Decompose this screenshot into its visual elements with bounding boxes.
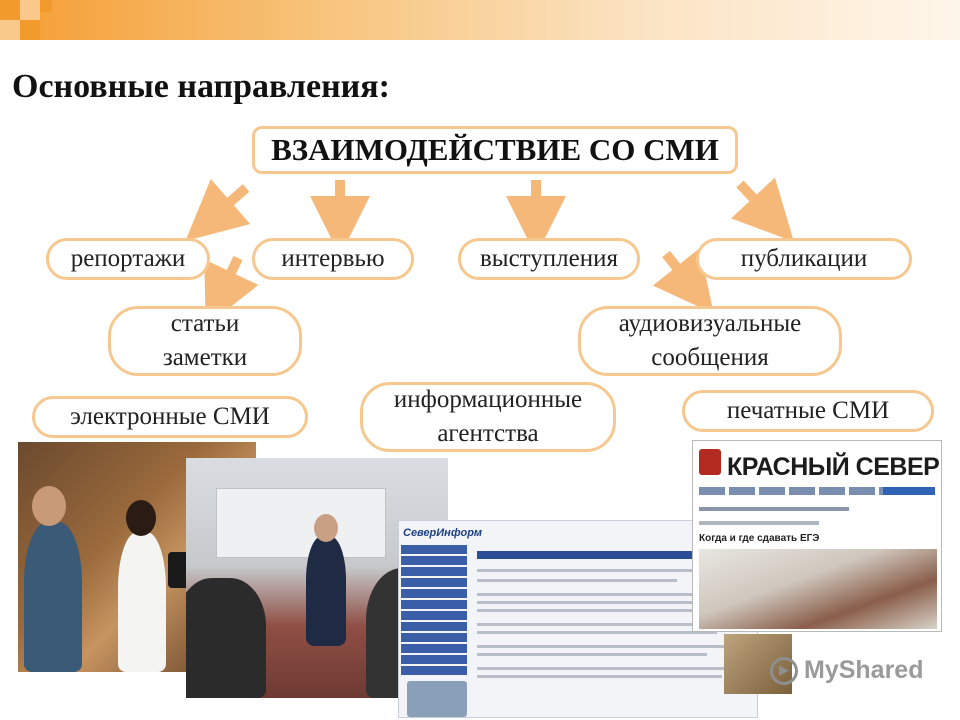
- text-line: [477, 569, 717, 572]
- breadcrumb-line: [699, 507, 849, 511]
- box-agencies-line2: агентства: [437, 420, 539, 447]
- date-line: [699, 521, 819, 525]
- deco-square: [0, 0, 20, 20]
- box-electronic-media: электронные СМИ: [32, 396, 308, 438]
- main-box-media-interaction: ВЗАИМОДЕЙСТВИЕ СО СМИ: [252, 126, 738, 174]
- box-agencies-line1: информационные: [393, 386, 583, 414]
- box-reports-label: репортажи: [70, 245, 186, 273]
- deco-square: [20, 0, 40, 20]
- krasny-sever-nav-active: [883, 487, 935, 495]
- box-interviews: интервью: [252, 238, 414, 280]
- box-audiovisual: аудиовизуальные сообщения: [578, 306, 842, 376]
- severinform-menu: [401, 545, 467, 677]
- text-line: [477, 675, 722, 678]
- text-line: [477, 653, 707, 656]
- text-line: [477, 645, 739, 648]
- krasny-sever-emblem-icon: [699, 449, 721, 475]
- box-speeches-label: выступления: [479, 245, 618, 273]
- arrow-to-av: [652, 248, 714, 314]
- arrow-to-publications: [731, 177, 794, 242]
- box-articles-notes: статьи заметки: [108, 306, 302, 376]
- top-gradient-band: [40, 0, 960, 40]
- text-line: [477, 667, 735, 670]
- krasny-sever-nav: [699, 487, 935, 495]
- main-box-label: ВЗАИМОДЕЙСТВИЕ СО СМИ: [271, 132, 719, 168]
- box-print-media: печатные СМИ: [682, 390, 934, 432]
- deco-square: [0, 20, 20, 40]
- severinform-logo: СеверИнформ: [403, 527, 482, 539]
- text-line: [477, 609, 739, 612]
- box-publications: публикации: [696, 238, 912, 280]
- photo-speaker: [306, 536, 346, 646]
- photo-person: [24, 522, 82, 672]
- arrow-to-articles: [204, 255, 259, 327]
- krasny-sever-title: КРАСНЫЙ СЕВЕР: [727, 453, 940, 481]
- deco-square: [20, 20, 40, 40]
- text-line: [477, 623, 732, 626]
- play-icon: ▶: [770, 656, 798, 685]
- top-decoration: [0, 0, 960, 48]
- text-line: [477, 631, 717, 634]
- watermark: ▶ MyShared: [770, 656, 923, 685]
- photo-speaker-head: [314, 514, 338, 542]
- photo-audience: [186, 578, 266, 698]
- box-speeches: выступления: [458, 238, 640, 280]
- photo-person-head: [32, 486, 66, 526]
- box-electronic-media-label: электронные СМИ: [70, 403, 270, 431]
- box-print-media-label: печатные СМИ: [726, 397, 890, 425]
- box-articles-line2: заметки: [162, 344, 248, 371]
- box-interviews-label: интервью: [281, 245, 385, 273]
- box-articles-line1: статьи: [170, 310, 240, 338]
- text-line: [477, 593, 737, 596]
- slide-heading: Основные направления:: [12, 68, 390, 105]
- photo-person-head: [126, 500, 156, 536]
- projection-screen: [216, 488, 386, 558]
- box-reports: репортажи: [46, 238, 210, 280]
- krasny-sever-headline: Когда и где сдавать ЕГЭ: [699, 533, 820, 544]
- text-line: [477, 579, 677, 582]
- box-audiovisual-line1: аудиовизуальные: [618, 310, 802, 338]
- text-line: [477, 601, 727, 604]
- box-publications-label: публикации: [740, 245, 868, 273]
- arrow-to-reports: [185, 178, 251, 242]
- video-thumbnail: [407, 681, 467, 717]
- box-news-agencies: информационные агентства: [360, 382, 616, 452]
- photo-person: [118, 532, 166, 672]
- severinform-header-bar: [477, 551, 747, 559]
- screenshot-krasny-sever-site: КРАСНЫЙ СЕВЕР Когда и где сдавать ЕГЭ: [692, 440, 942, 632]
- box-audiovisual-line2: сообщения: [651, 344, 769, 371]
- krasny-sever-article-photo: [699, 549, 937, 629]
- deco-square: [40, 0, 52, 12]
- watermark-text: MyShared: [804, 656, 924, 684]
